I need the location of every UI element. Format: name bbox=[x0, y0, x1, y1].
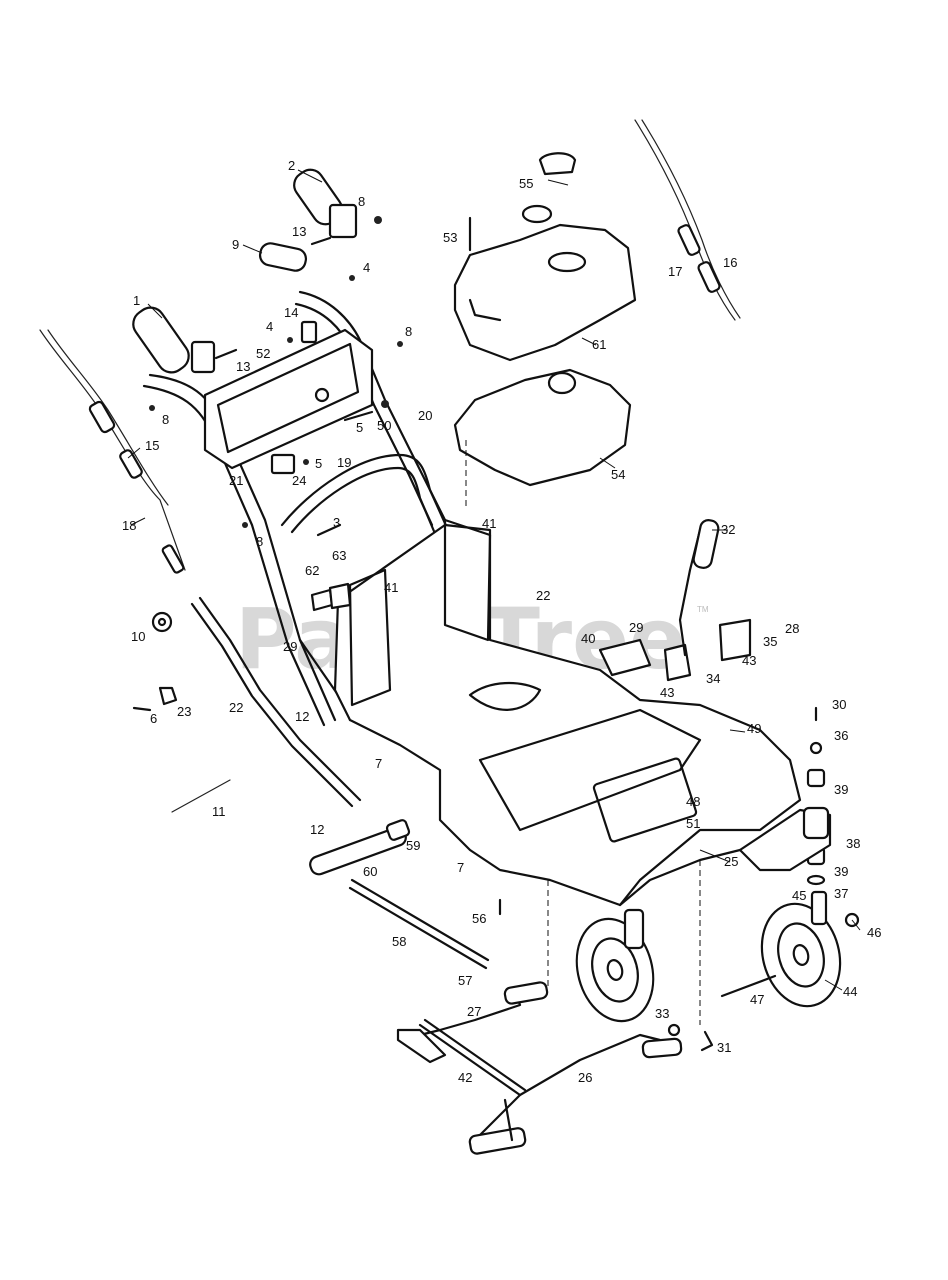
callout-63: 63 bbox=[332, 548, 346, 563]
callout-33: 33 bbox=[655, 1006, 669, 1021]
callout-9: 9 bbox=[232, 237, 239, 252]
callout-23: 23 bbox=[177, 704, 191, 719]
callout-4b: 4 bbox=[363, 260, 370, 275]
callout-2: 2 bbox=[288, 158, 295, 173]
wheels bbox=[575, 806, 860, 1023]
leader-lines bbox=[127, 169, 861, 991]
callout-47: 47 bbox=[750, 992, 764, 1007]
callout-12a: 12 bbox=[295, 709, 309, 724]
callout-35: 35 bbox=[763, 634, 777, 649]
callout-59: 59 bbox=[406, 838, 420, 853]
callout-50: 50 bbox=[377, 418, 391, 433]
callout-53: 53 bbox=[443, 230, 457, 245]
callout-labels: 1 2 3 4 4 5 5 6 7 7 8 8 8 8 9 10 11 12 1… bbox=[122, 158, 881, 1085]
callout-14: 14 bbox=[284, 305, 298, 320]
callout-43a: 43 bbox=[742, 653, 756, 668]
callout-4a: 4 bbox=[266, 319, 273, 334]
callout-7a: 7 bbox=[375, 756, 382, 771]
callout-58: 58 bbox=[392, 934, 406, 949]
callout-32: 32 bbox=[721, 522, 735, 537]
callout-43b: 43 bbox=[660, 685, 674, 700]
callout-60: 60 bbox=[363, 864, 377, 879]
callout-7b: 7 bbox=[457, 860, 464, 875]
linkage-shafts bbox=[396, 860, 714, 1155]
callout-10: 10 bbox=[131, 629, 145, 644]
callout-24: 24 bbox=[292, 473, 306, 488]
callout-20: 20 bbox=[418, 408, 432, 423]
callout-29a: 29 bbox=[283, 639, 297, 654]
callout-29b: 29 bbox=[629, 620, 643, 635]
callout-17: 17 bbox=[668, 264, 682, 279]
callout-44: 44 bbox=[843, 984, 857, 999]
callout-42: 42 bbox=[458, 1070, 472, 1085]
callout-13a: 13 bbox=[292, 224, 306, 239]
callout-25: 25 bbox=[724, 854, 738, 869]
frame-deck bbox=[310, 518, 802, 907]
callout-52: 52 bbox=[256, 346, 270, 361]
callout-39b: 39 bbox=[834, 864, 848, 879]
callout-8b: 8 bbox=[405, 324, 412, 339]
callout-46: 46 bbox=[867, 925, 881, 940]
callout-27: 27 bbox=[467, 1004, 481, 1019]
control-cables bbox=[39, 119, 741, 574]
callout-39a: 39 bbox=[834, 782, 848, 797]
callout-37: 37 bbox=[834, 886, 848, 901]
callout-13b: 13 bbox=[236, 359, 250, 374]
callout-11: 11 bbox=[212, 804, 226, 819]
callout-22a: 22 bbox=[536, 588, 550, 603]
callout-62: 62 bbox=[305, 563, 319, 578]
callout-57: 57 bbox=[458, 973, 472, 988]
callout-22b: 22 bbox=[229, 700, 243, 715]
callout-55: 55 bbox=[519, 176, 533, 191]
callout-45: 45 bbox=[792, 888, 806, 903]
callout-36: 36 bbox=[834, 728, 848, 743]
callout-61: 61 bbox=[592, 337, 606, 352]
callout-8c: 8 bbox=[162, 412, 169, 427]
callout-21: 21 bbox=[229, 473, 243, 488]
callout-15: 15 bbox=[145, 438, 159, 453]
callout-1: 1 bbox=[133, 293, 140, 308]
fuel-tank-assembly bbox=[453, 152, 637, 510]
trademark-mark: TM bbox=[697, 605, 709, 614]
callout-8a: 8 bbox=[358, 194, 365, 209]
callout-8d: 8 bbox=[256, 534, 263, 549]
callout-26: 26 bbox=[578, 1070, 592, 1085]
callout-30: 30 bbox=[832, 697, 846, 712]
callout-40: 40 bbox=[581, 631, 595, 646]
callout-16: 16 bbox=[723, 255, 737, 270]
callout-19: 19 bbox=[337, 455, 351, 470]
callout-41a: 41 bbox=[482, 516, 496, 531]
callout-38: 38 bbox=[846, 836, 860, 851]
callout-56: 56 bbox=[472, 911, 486, 926]
callout-41b: 41 bbox=[384, 580, 398, 595]
callout-18: 18 bbox=[122, 518, 136, 533]
callout-48: 48 bbox=[686, 794, 700, 809]
callout-31: 31 bbox=[717, 1040, 731, 1055]
callout-28: 28 bbox=[785, 621, 799, 636]
callout-5b: 5 bbox=[315, 456, 322, 471]
callout-34: 34 bbox=[706, 671, 720, 686]
callout-5a: 5 bbox=[356, 420, 363, 435]
callout-49: 49 bbox=[747, 721, 761, 736]
callout-6: 6 bbox=[150, 711, 157, 726]
callout-12b: 12 bbox=[310, 822, 324, 837]
callout-51: 51 bbox=[686, 816, 700, 831]
callout-54: 54 bbox=[611, 467, 625, 482]
callout-3: 3 bbox=[333, 515, 340, 530]
